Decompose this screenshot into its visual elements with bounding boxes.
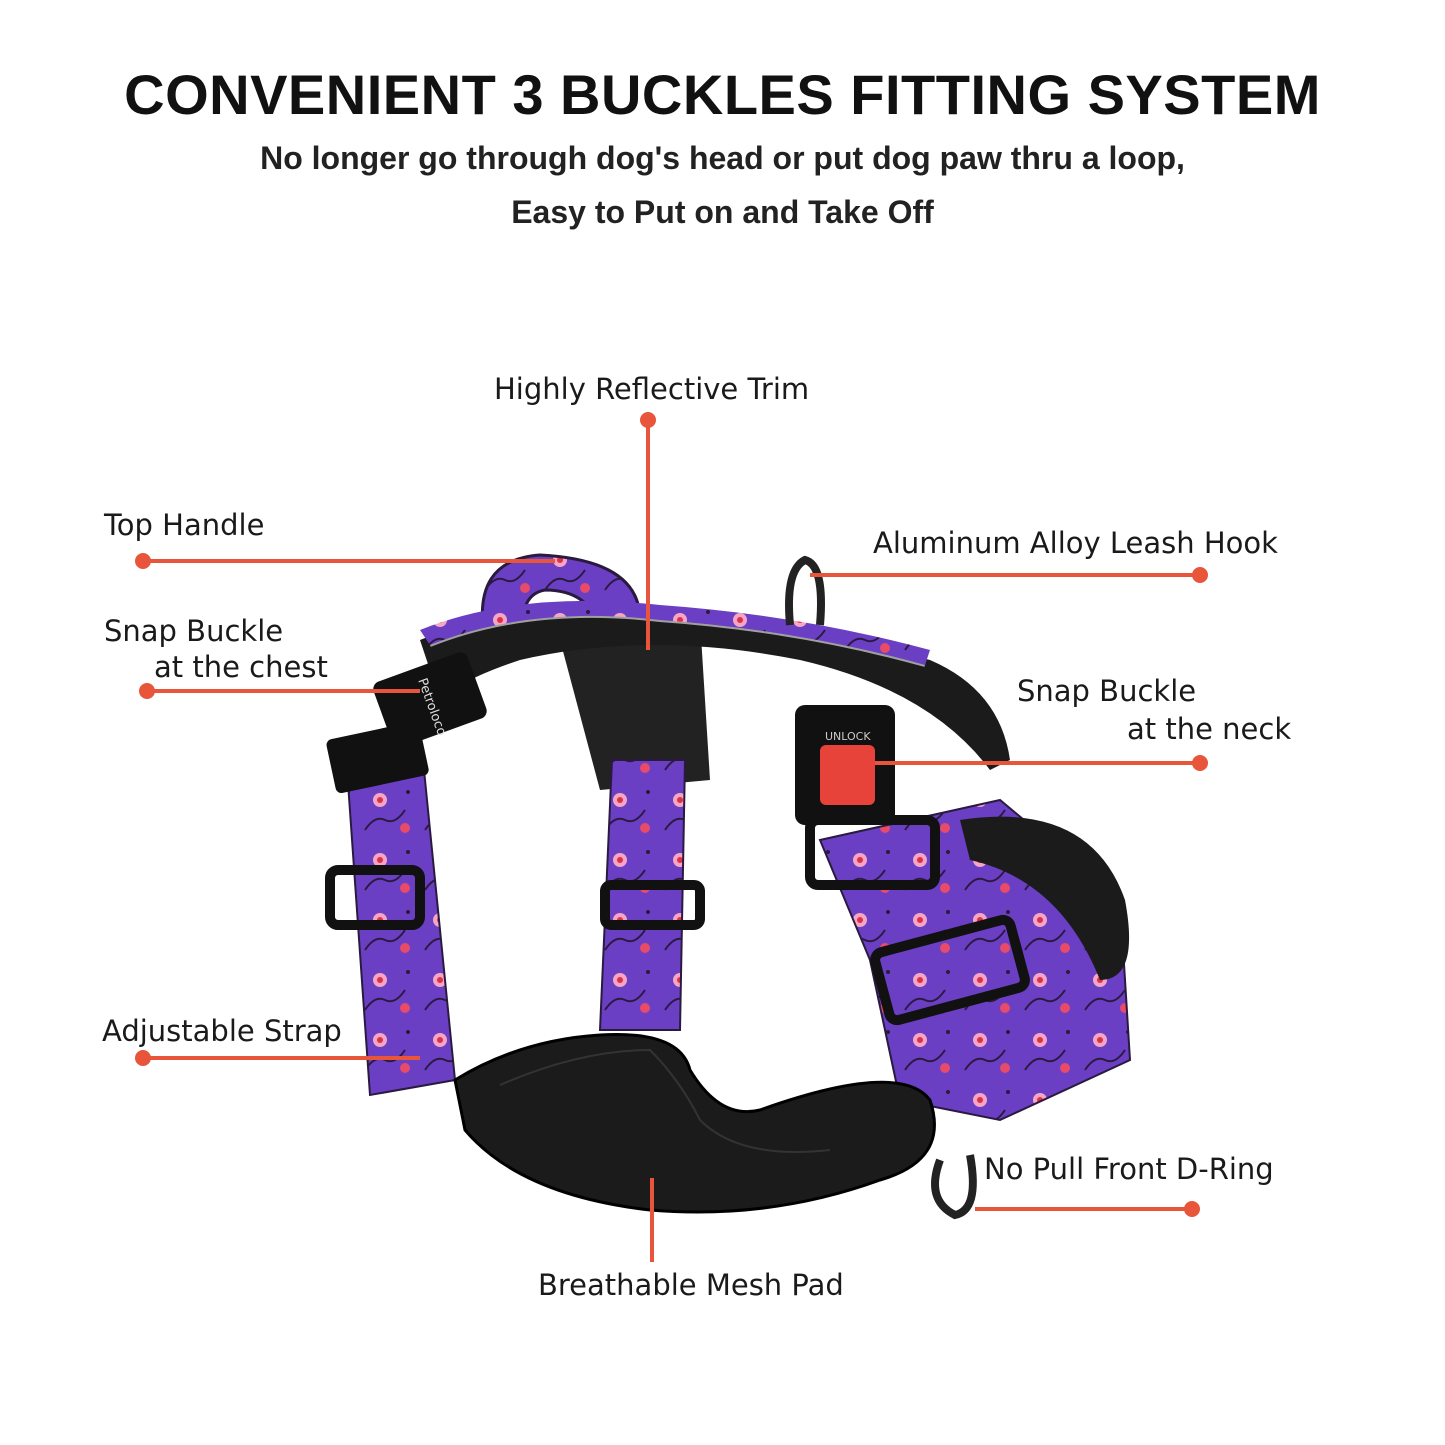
label-neck-buckle-2: at the neck [1127, 712, 1292, 746]
buckle-text: UNLOCK [825, 730, 871, 743]
neck-buckle-slider [805, 815, 940, 890]
subtitle-line-2: Easy to Put on and Take Off [511, 194, 934, 230]
d-ring [931, 1154, 977, 1220]
mesh-pad [453, 1032, 936, 1214]
left-slider [325, 865, 425, 930]
dot-adjustable-strap [135, 1050, 151, 1066]
back-mesh-panel [560, 620, 710, 790]
dot-reflective [640, 412, 656, 428]
back-padding [420, 610, 1010, 770]
label-adjustable-strap: Adjustable Strap [102, 1014, 342, 1048]
label-mesh-pad: Breathable Mesh Pad [538, 1268, 844, 1302]
chest-buckle-base [326, 721, 429, 794]
page-title: CONVENIENT 3 BUCKLES FITTING SYSTEM [124, 63, 1321, 126]
middle-slider [600, 880, 705, 930]
side-cushion [960, 816, 1130, 980]
subtitle-line-1: No longer go through dog's head or put d… [260, 140, 1185, 176]
label-top-handle: Top Handle [104, 508, 265, 542]
chest-buckle [373, 652, 487, 748]
mesh-pad-seam [499, 1048, 831, 1153]
label-reflective-trim: Highly Reflective Trim [494, 372, 810, 406]
dot-d-ring [1184, 1201, 1200, 1217]
dot-neck-buckle [1192, 755, 1208, 771]
label-neck-buckle-1: Snap Buckle [1017, 674, 1197, 708]
label-d-ring: No Pull Front D-Ring [984, 1152, 1274, 1186]
back-panel-fabric [420, 600, 930, 665]
dot-top-handle [135, 553, 151, 569]
label-chest-buckle-1: Snap Buckle [104, 614, 284, 648]
right-slider [870, 914, 1030, 1026]
leash-hook-ring [785, 555, 825, 626]
dot-leash-hook [1192, 567, 1208, 583]
dot-chest-buckle [139, 683, 155, 699]
neck-buckle-release [820, 745, 875, 805]
label-chest-buckle-2: at the chest [154, 650, 328, 684]
callout-lines [135, 412, 1208, 1262]
label-leash-hook: Aluminum Alloy Leash Hook [873, 526, 1278, 560]
middle-strap [598, 759, 687, 1031]
